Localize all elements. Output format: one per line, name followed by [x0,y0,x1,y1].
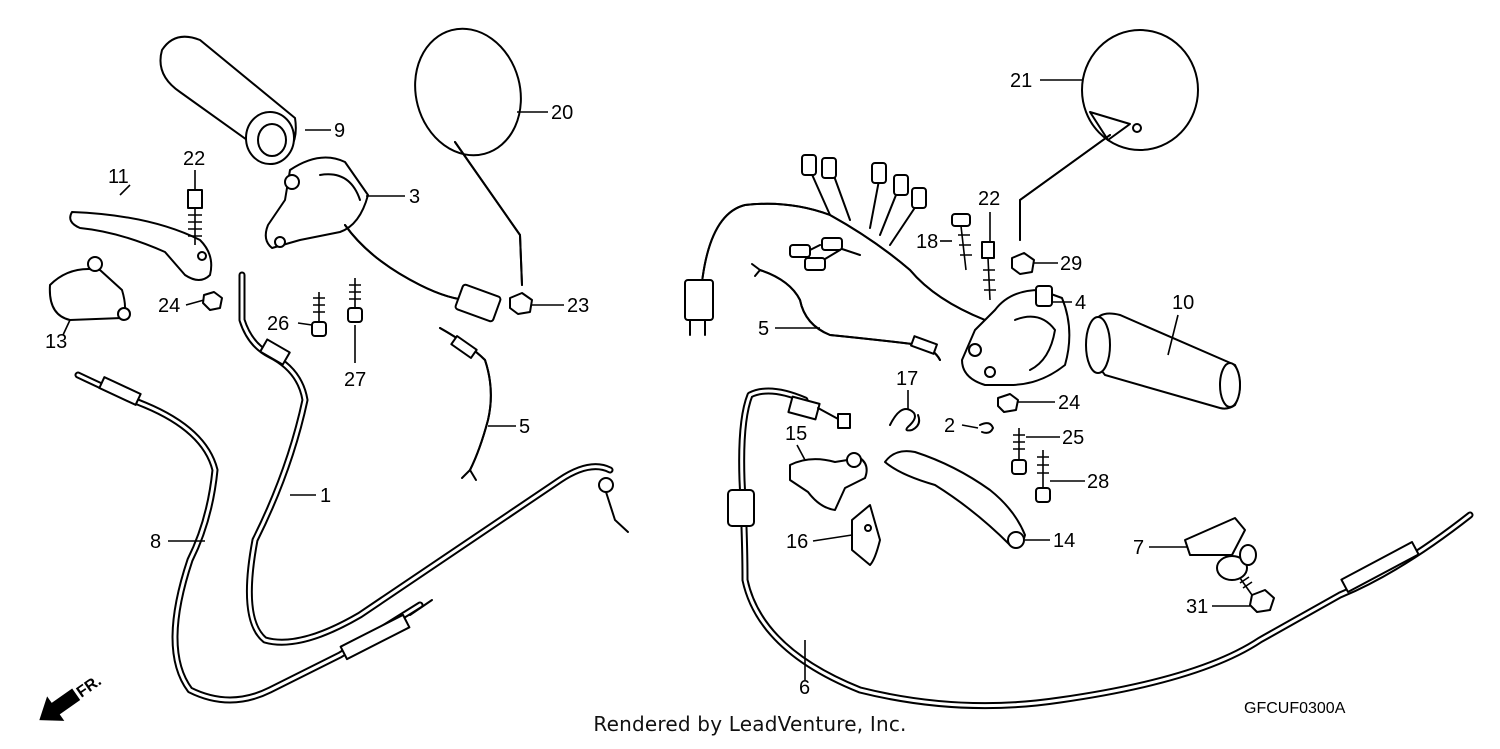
lever-bracket-part-13[interactable] [48,256,131,321]
callout-7: 7 [1133,537,1144,559]
callout-2: 2 [944,415,955,437]
left-mirror-part-20[interactable] [401,17,535,286]
footer-credit: Rendered by LeadVenture, Inc. [593,712,907,736]
callout-24-right: 24 [1058,392,1080,414]
callout-22-right: 22 [978,188,1000,210]
left-switch-wire [344,224,471,301]
bracket-part-16[interactable] [851,504,881,566]
clip-part-2[interactable] [979,422,995,434]
callout-11: 11 [108,166,129,188]
bolt-part-22-right[interactable] [981,241,996,301]
callout-25: 25 [1062,427,1084,449]
callout-9: 9 [334,120,345,142]
stop-switch-part-5-right[interactable] [751,263,941,361]
callout-26: 26 [267,313,289,335]
left-switch-part-3[interactable] [264,156,369,249]
wiring-harness [684,154,986,336]
right-switch-part-4[interactable] [961,285,1071,386]
clutch-lever-part-11[interactable] [69,211,213,281]
front-direction-arrow-icon: FR. [39,673,105,721]
diagram-code: GFCUF0300A [1244,700,1346,717]
cable-part-1[interactable] [238,271,629,646]
leader-lines [62,79,1250,680]
left-grip-part-9[interactable] [159,35,297,165]
callout-8: 8 [150,531,161,553]
callout-labels: 9 20 11 22 3 24 13 26 27 23 5 1 8 21 22 … [45,70,1208,699]
cable-part-8[interactable] [74,371,433,704]
callout-28: 28 [1087,471,1109,493]
left-switch-connector [454,283,502,323]
callout-29: 29 [1060,253,1082,275]
nut-part-29[interactable] [1011,252,1035,275]
callout-24-left: 24 [158,295,180,317]
brake-lever-part-14[interactable] [884,450,1026,549]
stop-switch-part-5-left[interactable] [439,327,492,481]
bolt-part-31[interactable] [1239,576,1275,613]
nut-part-24-right[interactable] [997,393,1019,413]
nut-part-24-left[interactable] [202,291,223,311]
screw-part-25[interactable] [1011,428,1027,475]
callout-13: 13 [45,331,67,353]
callout-10: 10 [1172,292,1194,314]
callout-22-left: 22 [183,148,205,170]
callout-20: 20 [551,102,573,124]
callout-21: 21 [1010,70,1032,92]
spring-part-17[interactable] [889,408,921,432]
callout-15: 15 [785,423,807,445]
cable-guide-part-7[interactable] [1184,517,1257,581]
right-grip-part-10[interactable] [1085,312,1241,410]
callout-6: 6 [799,677,810,699]
screw-part-28[interactable] [1035,450,1051,503]
callout-17: 17 [896,368,918,390]
callout-5-right: 5 [758,318,769,340]
callout-18: 18 [916,231,938,253]
right-mirror-part-21[interactable] [1019,29,1199,241]
bolt-part-18[interactable] [951,213,972,271]
callout-5-left: 5 [519,416,530,438]
callout-16: 16 [786,531,808,553]
callout-27: 27 [344,369,366,391]
callout-3: 3 [409,186,420,208]
screw-part-26[interactable] [311,292,327,337]
callout-4: 4 [1075,292,1086,314]
callout-31: 31 [1186,596,1208,618]
callout-23: 23 [567,295,589,317]
direction-label: FR. [74,673,105,702]
cable-part-6[interactable] [727,387,1474,710]
bolt-part-22-left[interactable] [187,189,203,245]
lever-bracket-part-15[interactable] [789,452,868,511]
screw-part-27[interactable] [347,278,363,323]
callout-14: 14 [1053,530,1075,552]
nut-part-23[interactable] [509,292,533,315]
callout-1: 1 [320,485,331,507]
